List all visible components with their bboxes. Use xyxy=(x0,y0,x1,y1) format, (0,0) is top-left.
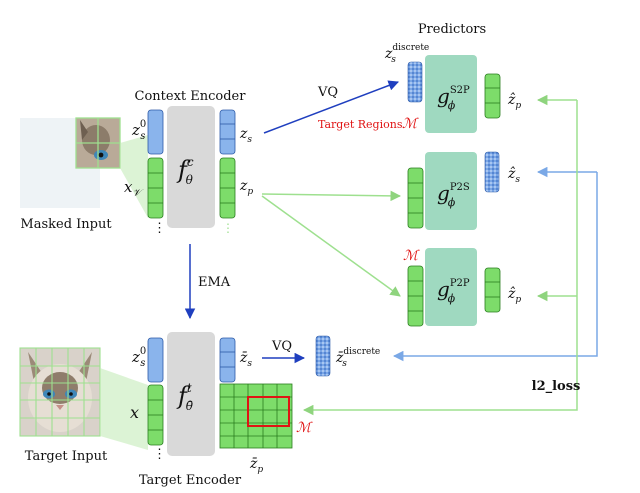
masked-input-label: Masked Input xyxy=(20,217,112,232)
p2s-output-token xyxy=(484,151,500,193)
z-bar-p-label: z̄p xyxy=(249,456,263,475)
target-dots: ⋮ xyxy=(153,447,166,462)
vq-arrow-top xyxy=(263,80,399,134)
zp-to-p2p-arrow xyxy=(261,195,401,297)
context-encoder-title: Context Encoder xyxy=(135,89,247,104)
p2p-output-tokens xyxy=(484,267,501,313)
z-bar-s-label: z̄s xyxy=(239,350,252,369)
target-regions-label: Target Regions xyxy=(318,118,403,131)
context-output-dots: ⋮ xyxy=(222,221,234,235)
masked-input-image xyxy=(20,117,148,218)
z-s-label: zs xyxy=(239,126,252,145)
target-input-label: Target Input xyxy=(25,449,108,464)
x-label: x xyxy=(130,403,139,422)
vq-bottom-label: VQ xyxy=(271,339,292,354)
target-input-image xyxy=(19,347,148,450)
z-hat-p-top: ẑp xyxy=(507,91,521,111)
z-hat-s: ẑs xyxy=(507,165,520,185)
s2p-output-tokens xyxy=(484,73,501,119)
loss-line-patch-left xyxy=(302,100,578,416)
target-encoder-block xyxy=(167,332,215,456)
p2p-input-tokens xyxy=(407,265,424,327)
predictor-s2p xyxy=(425,55,477,133)
target-region-highlight xyxy=(247,396,290,427)
target-encoder-title: Target Encoder xyxy=(139,473,242,488)
vq-top-label: VQ xyxy=(317,85,338,100)
l2-loss-label: l2_loss xyxy=(532,379,581,394)
target-z-s-tokens xyxy=(219,337,236,383)
m-symbol-p2p: ℳ xyxy=(403,248,420,264)
m-symbol-bottom: ℳ xyxy=(296,420,313,436)
m-symbol-top: ℳ xyxy=(402,116,419,132)
context-encoder-block xyxy=(167,106,215,228)
predictors-title: Predictors xyxy=(418,22,486,37)
context-dots: ⋮ xyxy=(153,221,166,236)
z-bar-s-discrete-token xyxy=(315,335,331,377)
predictor-p2s xyxy=(425,152,477,230)
loss-line-discrete-left xyxy=(392,172,598,362)
z-p-label: zp xyxy=(239,178,253,197)
predictor-p2p xyxy=(425,248,477,326)
ema-label: EMA xyxy=(198,275,231,290)
zp-to-p2s-arrow xyxy=(261,190,402,202)
context-encoder-output-tokens xyxy=(219,109,236,219)
context-encoder-input-tokens xyxy=(147,109,164,219)
p2s-input-tokens xyxy=(407,167,424,229)
target-encoder-input-tokens xyxy=(147,337,164,446)
z-s-discrete-top-token xyxy=(407,61,423,103)
target-patch-grid xyxy=(219,383,293,449)
z-hat-p-bottom: ẑp xyxy=(507,285,521,305)
